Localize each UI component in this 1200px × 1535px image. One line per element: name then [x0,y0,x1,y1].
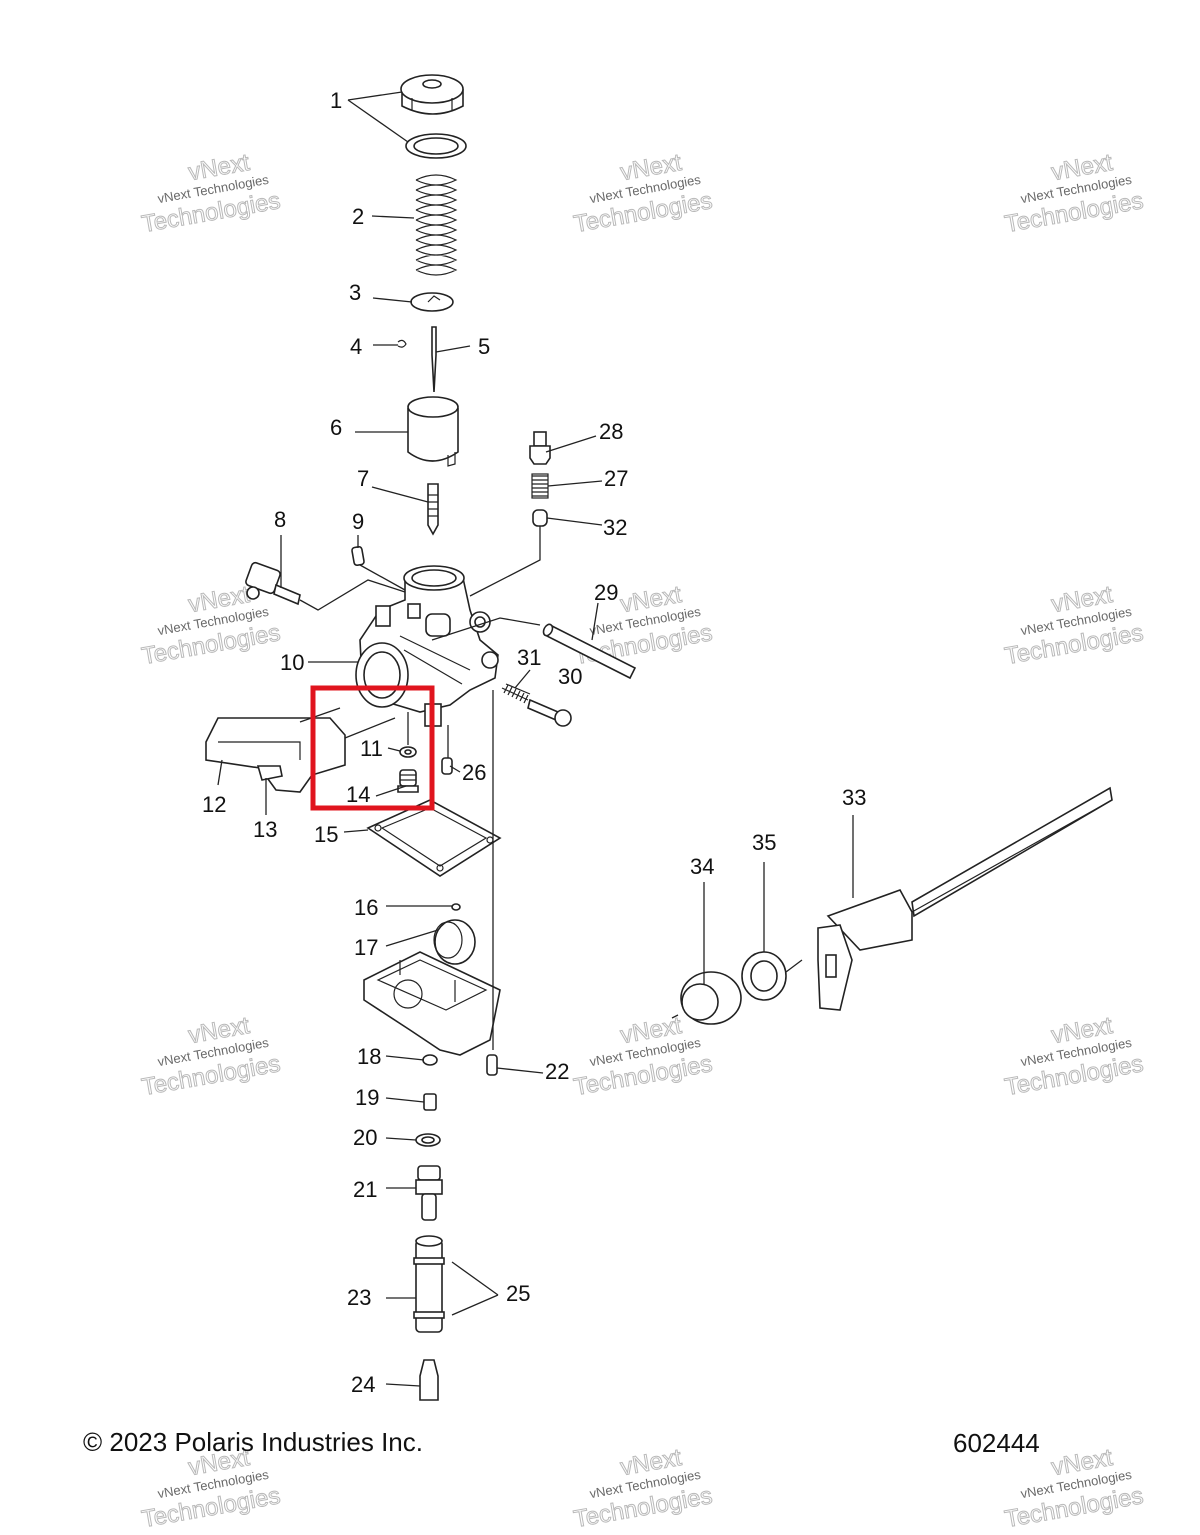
watermark: vNext vNext Technologies Technologies [571,1443,715,1533]
callout-16[interactable]: 16 [354,895,378,920]
part-25-clamp[interactable] [413,1257,445,1319]
callout-17[interactable]: 17 [354,935,378,960]
callout-22[interactable]: 22 [545,1059,569,1084]
part-34-nut[interactable] [680,971,742,1025]
callout-13[interactable]: 13 [253,817,277,842]
callout-15[interactable]: 15 [314,822,338,847]
callout-21[interactable]: 21 [353,1177,377,1202]
callout-33[interactable]: 33 [842,785,866,810]
part-27-spring[interactable] [531,473,549,499]
part-2-spring[interactable] [415,174,458,276]
part-11-washer[interactable] [399,746,417,758]
highlight-box [310,685,435,811]
part-29-tube[interactable] [542,623,637,680]
callout-23[interactable]: 23 [347,1285,371,1310]
part-3-retainer-plate[interactable] [410,292,454,312]
part-12-plate[interactable] [205,717,346,793]
callout-28[interactable]: 28 [599,419,623,444]
callout-25[interactable]: 25 [506,1281,530,1306]
callout-7[interactable]: 7 [357,466,369,491]
callout-8[interactable]: 8 [274,507,286,532]
callout-19[interactable]: 19 [355,1085,379,1110]
part-7-pilot-screw[interactable] [427,483,439,536]
watermark-layer: vNext vNext Technologies Technologies vN… [139,148,1146,1533]
part-13-clip[interactable] [256,765,283,781]
part-35-lock-washer[interactable] [741,951,787,1001]
part-float-bowl[interactable] [363,951,501,1056]
callout-18[interactable]: 18 [357,1044,381,1069]
callout-31[interactable]: 31 [517,645,541,670]
watermark: vNext vNext Technologies Technologies [571,1011,715,1101]
watermark: vNext vNext Technologies Technologies [139,580,283,670]
part-14-main-jet[interactable] [397,769,419,793]
part-17-float[interactable] [433,919,476,965]
callout-34[interactable]: 34 [690,854,714,879]
part-15-float-bowl-gasket[interactable] [366,799,502,877]
callout-6[interactable]: 6 [330,415,342,440]
callout-14[interactable]: 14 [346,782,370,807]
part-32-plunger[interactable] [532,509,548,527]
part-22-screw[interactable] [486,1054,498,1076]
callout-4[interactable]: 4 [350,334,362,359]
diagram-number: 602444 [953,1428,1040,1458]
copyright-text: © 2023 Polaris Industries Inc. [83,1427,423,1457]
part-8-choke-plunger[interactable] [245,561,301,606]
footer: © 2023 Polaris Industries Inc. 602444 [83,1427,1040,1458]
callout-12[interactable]: 12 [202,792,226,817]
part-18-washer[interactable] [422,1054,438,1066]
part-24-fitting[interactable] [419,1359,439,1401]
part-28-adjuster[interactable] [529,431,551,465]
part-30-throttle-stop-screw[interactable] [527,698,572,727]
callout-29[interactable]: 29 [594,580,618,605]
callout-32[interactable]: 32 [603,515,627,540]
part-1-top-cap[interactable] [400,74,467,159]
callout-9[interactable]: 9 [352,509,364,534]
callout-1[interactable]: 1 [330,88,342,113]
watermark: vNext vNext Technologies Technologies [1002,1443,1146,1533]
callout-20[interactable]: 20 [353,1125,377,1150]
callout-35[interactable]: 35 [752,830,776,855]
part-5-jet-needle[interactable] [431,326,437,393]
part-19-plug[interactable] [423,1093,437,1111]
part-9-pin[interactable] [351,545,365,567]
part-26-pilot-jet[interactable] [441,757,453,775]
watermark: vNext vNext Technologies Technologies [1002,148,1146,238]
callout-5[interactable]: 5 [478,334,490,359]
callout-10[interactable]: 10 [280,650,304,675]
watermark: vNext vNext Technologies Technologies [1002,1011,1146,1101]
part-33-cable-assembly[interactable] [817,786,1113,1011]
callout-24[interactable]: 24 [351,1372,375,1397]
part-20-o-ring[interactable] [415,1133,441,1147]
watermark: vNext vNext Technologies Technologies [139,1011,283,1101]
part-10-carburetor-body[interactable] [355,565,499,727]
callout-2[interactable]: 2 [352,204,364,229]
part-21-drain-fitting[interactable] [415,1165,443,1221]
watermark: vNext vNext Technologies Technologies [571,148,715,238]
part-31-spring[interactable] [501,683,531,704]
part-6-throttle-slide[interactable] [407,396,459,467]
callout-30[interactable]: 30 [558,664,582,689]
callout-11[interactable]: 11 [360,736,383,761]
leader-lines [217,91,854,1387]
callout-27[interactable]: 27 [604,466,628,491]
callout-26[interactable]: 26 [462,760,486,785]
watermark: vNext vNext Technologies Technologies [1002,580,1146,670]
callout-3[interactable]: 3 [349,280,361,305]
callout-labels: 1 2 3 4 5 6 7 8 9 10 11 12 13 14 15 16 1… [202,88,866,1397]
watermark: vNext vNext Technologies Technologies [139,148,283,238]
part-16-float-pin[interactable] [451,903,461,911]
part-4-needle-clip[interactable] [397,339,407,348]
